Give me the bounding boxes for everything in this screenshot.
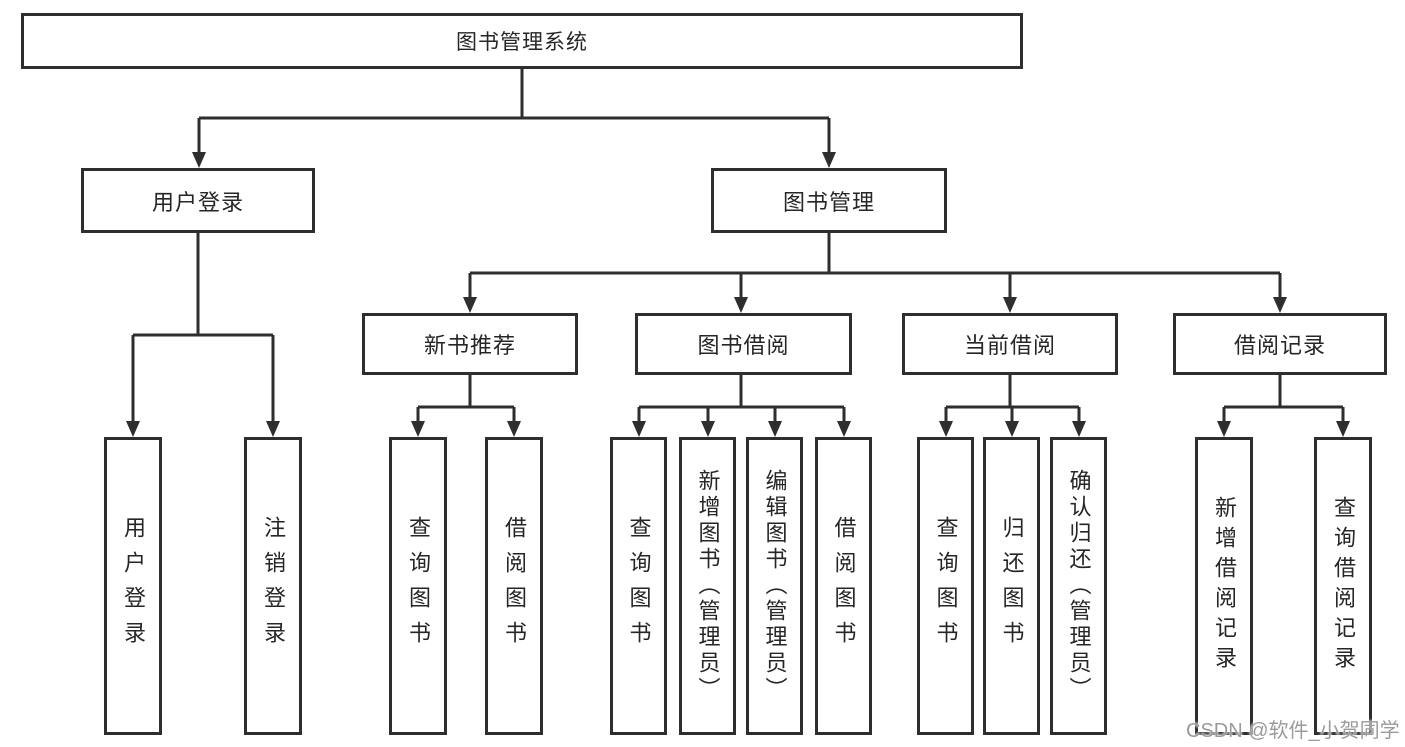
leaf-query-books-current: 查询图书 <box>917 437 974 735</box>
node-current-borrow: 当前借阅 <box>902 313 1118 375</box>
leaf-edit-books-admin: 编辑图书（管理员） <box>746 437 803 735</box>
arrowhead <box>192 152 206 168</box>
arrowhead <box>507 421 521 437</box>
leaf-borrow-books-recommend: 借阅图书 <box>485 437 543 735</box>
node-user-login: 用户登录 <box>81 168 315 233</box>
leaf-query-books-recommend: 查询图书 <box>389 437 447 735</box>
node-book-borrow: 图书借阅 <box>635 313 852 375</box>
arrowhead <box>463 297 477 313</box>
edge-current-borrow-children <box>944 375 1081 422</box>
node-book-management: 图书管理 <box>711 168 947 233</box>
arrowhead <box>701 421 715 437</box>
leaf-add-borrow-record: 新增借阅记录 <box>1195 437 1253 735</box>
arrowhead <box>822 152 836 168</box>
arrowhead <box>1217 421 1231 437</box>
node-new-book-recommend: 新书推荐 <box>362 313 578 375</box>
leaf-return-books: 归还图书 <box>983 437 1040 735</box>
arrowhead <box>768 421 782 437</box>
edge-user-login-children <box>131 233 275 422</box>
arrowhead <box>1273 297 1287 313</box>
leaf-query-borrow-record: 查询借阅记录 <box>1314 437 1372 735</box>
arrowhead <box>939 421 953 437</box>
arrowhead <box>1336 421 1350 437</box>
edge-book-borrow-children <box>637 375 846 422</box>
arrowhead <box>126 421 140 437</box>
edge-borrow-record-children <box>1222 375 1345 422</box>
csdn-watermark: CSDN @软件_小贺同学 <box>1186 720 1400 742</box>
arrowhead <box>411 421 425 437</box>
leaf-confirm-return-admin: 确认归还（管理员） <box>1050 437 1107 735</box>
leaf-borrow-books: 借阅图书 <box>815 437 872 735</box>
node-borrow-records: 借阅记录 <box>1173 313 1387 375</box>
arrowhead <box>1005 421 1019 437</box>
leaf-query-books-borrow: 查询图书 <box>610 437 667 735</box>
leaf-add-books-admin: 新增图书（管理员） <box>679 437 736 735</box>
arrowhead <box>734 297 748 313</box>
arrowhead <box>837 421 851 437</box>
arrowhead <box>266 421 280 437</box>
edge-new-book-children <box>416 375 516 422</box>
leaf-logout: 注销登录 <box>244 437 302 735</box>
arrowhead <box>1003 297 1017 313</box>
edge-book-mgmt-to-level3 <box>468 233 1282 298</box>
edge-root-to-level2 <box>197 69 831 153</box>
arrowhead <box>632 421 646 437</box>
arrowhead <box>1072 421 1086 437</box>
node-root-system: 图书管理系统 <box>21 13 1023 69</box>
leaf-user-login: 用户登录 <box>104 437 162 735</box>
